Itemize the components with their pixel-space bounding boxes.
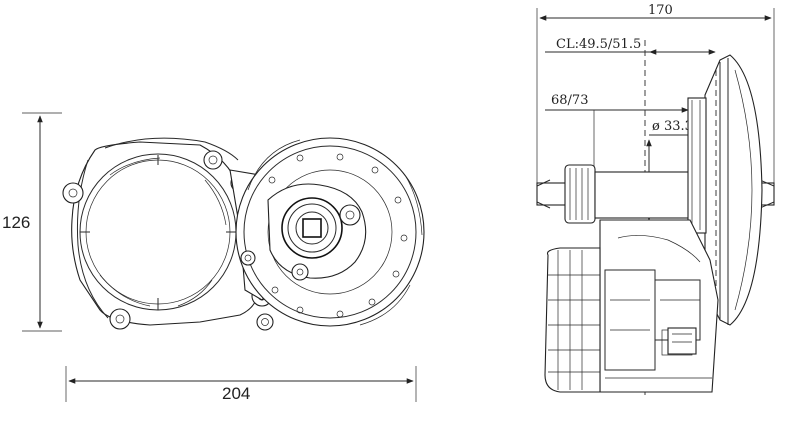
q-factor-label: 68/73 — [551, 93, 588, 108]
side-view: 126 204 — [2, 112, 425, 403]
q-factor-dimension: 68/73 — [545, 93, 689, 175]
overall-width-label: 170 — [648, 3, 673, 18]
width-dimension: 204 — [65, 366, 417, 403]
overall-width-dimension: 170 — [536, 3, 775, 200]
bolt-ring — [268, 153, 408, 318]
chainline-label: CL:49.5/51.5 — [556, 37, 641, 52]
front-view: 170 CL:49.5/51.5 68/73 ø 33.3 — [536, 3, 775, 395]
height-dimension: 126 — [2, 112, 62, 332]
width-label: 204 — [222, 384, 250, 403]
spindle-diameter-label: ø 33.3 — [652, 119, 693, 134]
chainline-dimension: CL:49.5/51.5 — [545, 37, 716, 55]
height-label: 126 — [2, 213, 30, 232]
